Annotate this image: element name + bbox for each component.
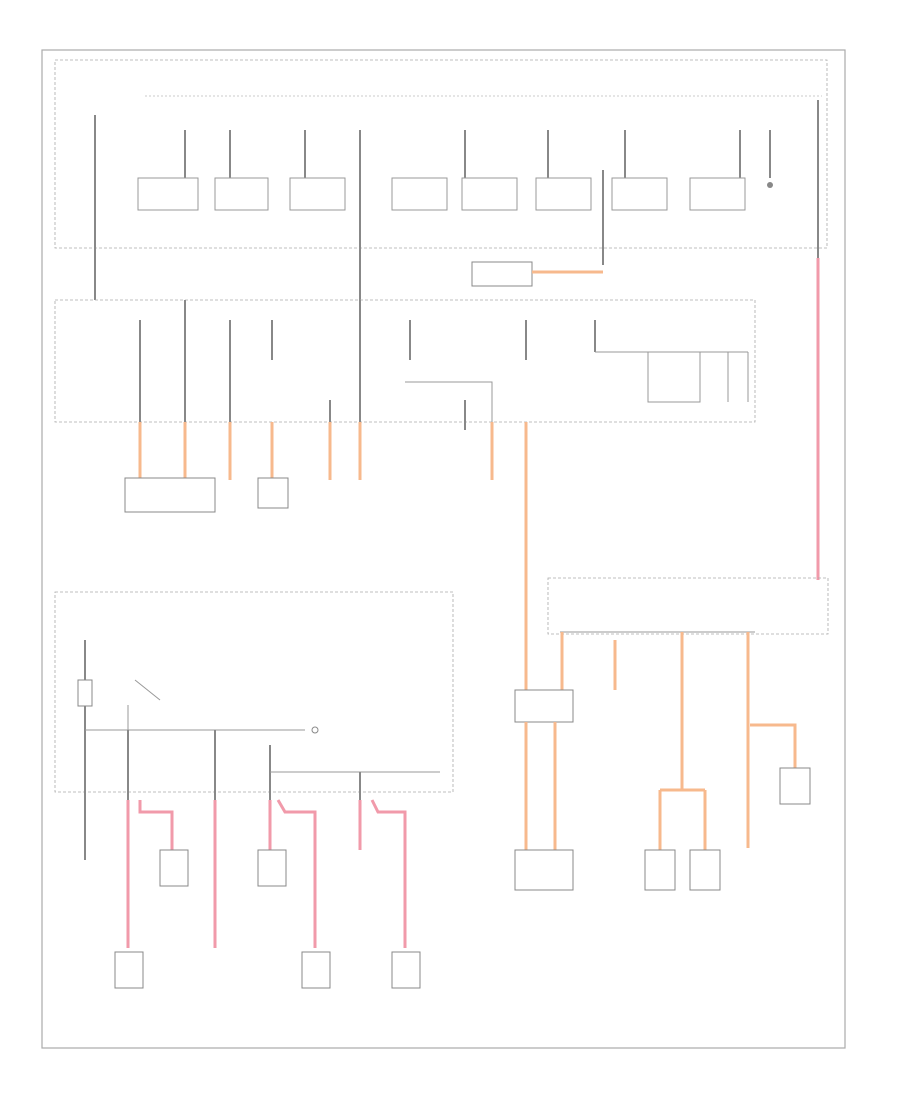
lower-left-internal xyxy=(77,640,440,800)
diagram-frame xyxy=(41,49,846,1049)
lower-right-orange-wires xyxy=(560,632,797,850)
underhood-fuse-block xyxy=(54,59,828,249)
body-fuse-block xyxy=(54,299,756,423)
splice-block xyxy=(514,689,574,723)
comp-lower-9 xyxy=(779,767,811,805)
comp-lower-1 xyxy=(159,849,189,887)
module-component-b xyxy=(257,477,289,509)
comp-lower-8 xyxy=(689,849,721,891)
comp-lower-6 xyxy=(514,849,574,891)
comp-lower-5 xyxy=(391,951,421,989)
mid-orange-wires xyxy=(138,422,528,690)
lower-left-fuse-block xyxy=(54,591,454,793)
comp-lower-4 xyxy=(301,951,331,989)
lower-right-fuse-block xyxy=(547,577,829,635)
top-fuse-row xyxy=(94,100,819,300)
lower-left-pink-wires xyxy=(126,799,407,948)
comp-lower-2 xyxy=(257,849,287,887)
comp-lower-3 xyxy=(114,951,144,989)
comp-lower-7 xyxy=(644,849,676,891)
module-component-a xyxy=(124,477,216,513)
mid-fuse-row xyxy=(139,300,749,430)
relay-box xyxy=(471,261,533,287)
